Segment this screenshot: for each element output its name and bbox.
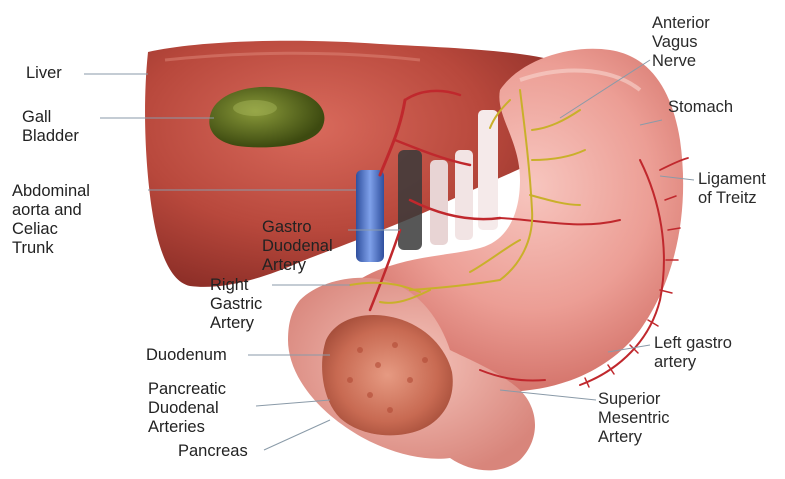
label-gall-bladder: Gall Bladder bbox=[22, 108, 79, 146]
abdominal-aorta bbox=[356, 170, 384, 262]
label-anterior-vagus-nerve: Anterior Vagus Nerve bbox=[652, 14, 710, 71]
label-right-gastric-artery: Right Gastric Artery bbox=[210, 276, 262, 333]
label-abdominal-aorta: Abdominal aorta and Celiac Trunk bbox=[12, 182, 90, 258]
label-superior-mesentric-artery: Superior Mesentric Artery bbox=[598, 390, 670, 447]
label-left-gastro-artery: Left gastro artery bbox=[654, 334, 732, 372]
label-stomach: Stomach bbox=[668, 98, 733, 117]
label-liver: Liver bbox=[26, 64, 62, 83]
label-gastro-duodenal-artery: Gastro Duodenal Artery bbox=[262, 218, 333, 275]
gall-bladder bbox=[209, 87, 324, 147]
label-duodenum: Duodenum bbox=[146, 346, 227, 365]
label-pancreatic-duodenal-arteries: Pancreatic Duodenal Arteries bbox=[148, 380, 226, 437]
label-ligament-of-treitz: Ligament of Treitz bbox=[698, 170, 766, 208]
label-pancreas: Pancreas bbox=[178, 442, 248, 461]
